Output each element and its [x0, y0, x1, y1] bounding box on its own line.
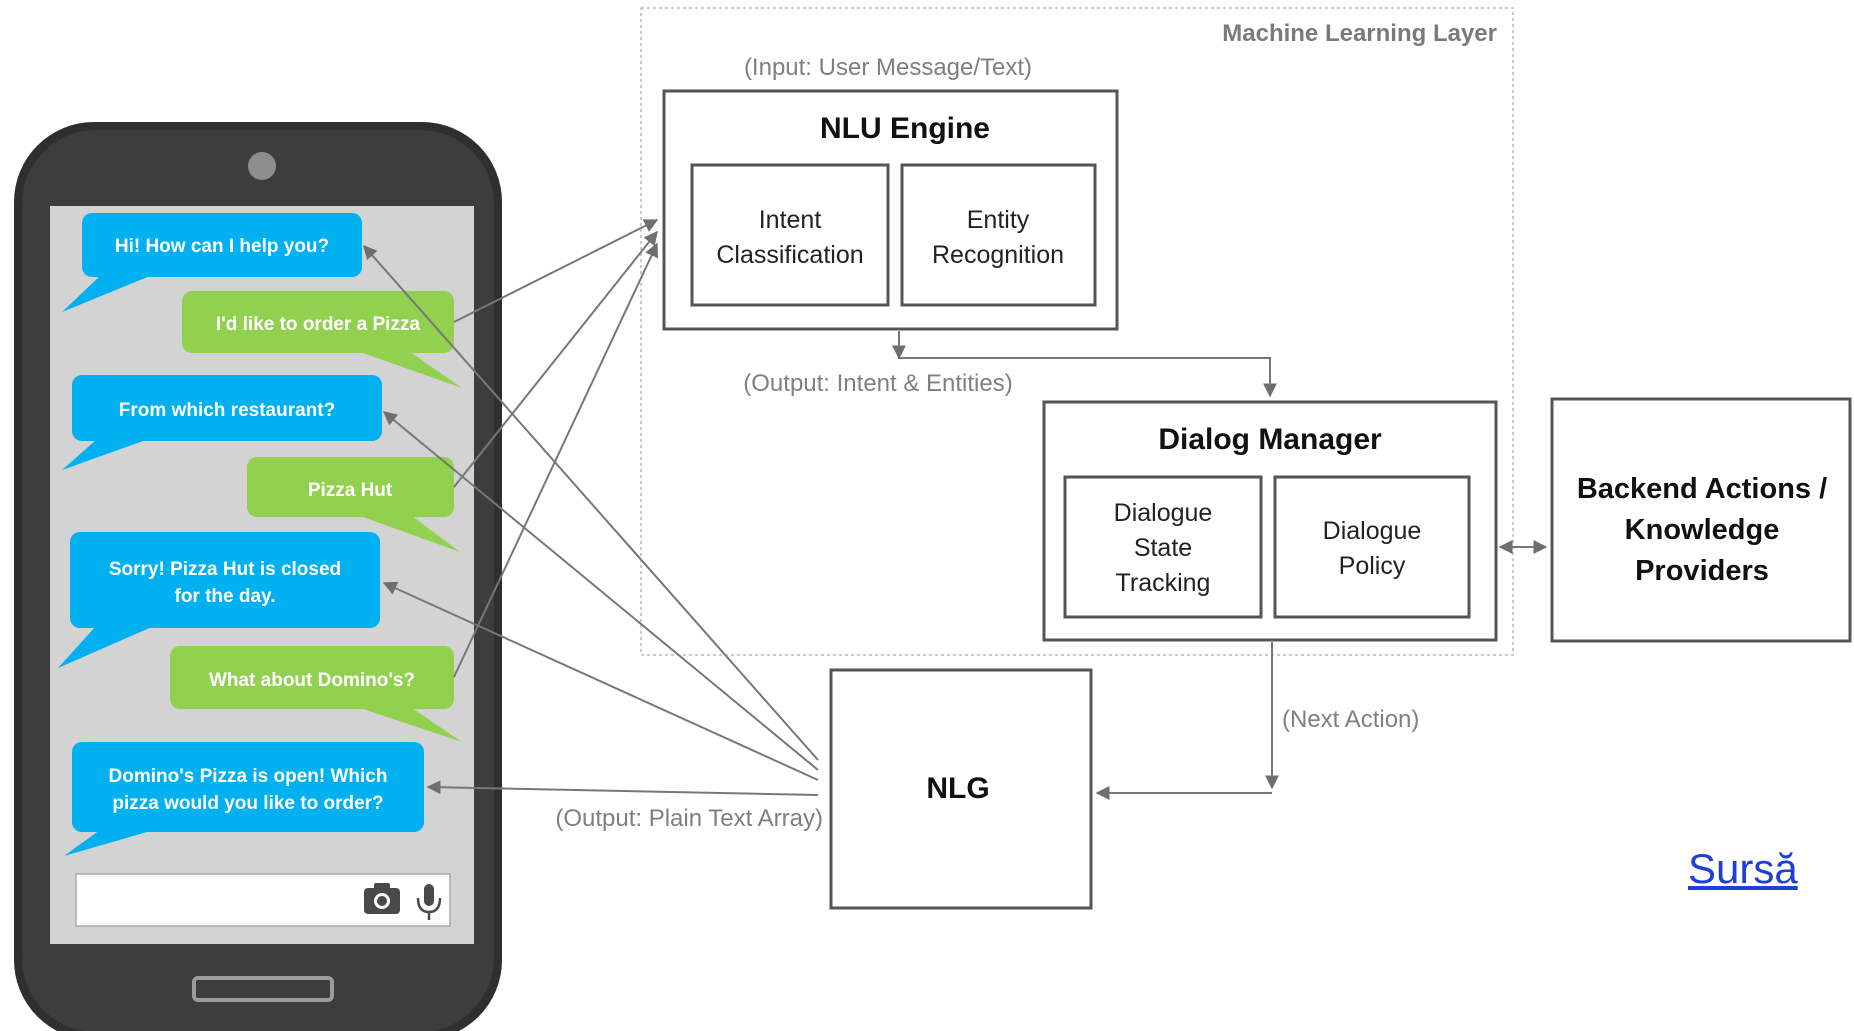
ml-layer-title: Machine Learning Layer: [1222, 20, 1497, 47]
bubble-bot-greeting: Hi! How can I help you?: [62, 213, 362, 312]
arrow-user-to-nlu: [453, 230, 658, 488]
bubble-bot-restaurant: From which restaurant?: [62, 375, 382, 470]
bubble-text: What about Domino's?: [209, 670, 415, 691]
arrow-nlg-to-bot: [382, 581, 819, 781]
entity-line: Recognition: [932, 241, 1064, 269]
microphone-icon[interactable]: [416, 884, 442, 920]
tracking-line: Tracking: [1116, 569, 1211, 597]
bubble-text: pizza would you like to order?: [112, 793, 383, 814]
bubble-text: Pizza Hut: [308, 480, 393, 501]
bubble-bot-closed: Sorry! Pizza Hut is closed for the day.: [58, 532, 380, 668]
arrow-user-to-nlu: [453, 219, 659, 323]
bubble-text: Sorry! Pizza Hut is closed: [109, 559, 341, 580]
nlg-title: NLG: [926, 772, 989, 805]
bubble-text: Domino's Pizza is open! Which: [109, 766, 388, 787]
svg-text:Hi! How can I help you?: Hi! How can I help you?: [115, 236, 329, 257]
bubble-user-order: I'd like to order a Pizza: [182, 291, 462, 388]
intent-line: Intent: [759, 206, 822, 234]
camera-lens: [248, 152, 276, 180]
svg-text:From which restaurant?: From which restaurant?: [119, 400, 335, 421]
nlu-output-label: (Output: Intent & Entities): [743, 370, 1012, 397]
intent-line: Classification: [716, 241, 863, 269]
camera-icon[interactable]: [364, 883, 400, 914]
source-link[interactable]: Sursă: [1688, 845, 1798, 892]
nlu-input-label: (Input: User Message/Text): [744, 54, 1032, 81]
bubble-user-dominos: What about Domino's?: [170, 646, 462, 742]
connectors: [363, 219, 1548, 800]
backend-line: Knowledge: [1625, 514, 1780, 546]
bubble-bot-dominos-open: Domino's Pizza is open! Which pizza would…: [64, 742, 424, 856]
ml-layer-frame: [640, 7, 1514, 656]
tracking-line: State: [1134, 534, 1192, 562]
arrow-nlg-to-bot: [363, 244, 819, 761]
bubble-user-pizza-hut: Pizza Hut: [247, 457, 460, 552]
dialogue-policy-box: [1273, 475, 1471, 619]
next-action-label: (Next Action): [1282, 706, 1419, 733]
nlg-box: NLG: [829, 668, 1093, 910]
svg-text:Pizza Hut: Pizza Hut: [308, 480, 393, 501]
home-button[interactable]: [192, 976, 334, 1002]
arrow-nlg-to-bot: [426, 780, 819, 796]
backend-line: Backend Actions /: [1577, 473, 1827, 505]
svg-text:I'd like to order a Pizza: I'd like to order a Pizza: [216, 314, 421, 335]
arrow-nlg-to-bot: [382, 411, 819, 771]
entity-line: Entity: [967, 206, 1030, 234]
bubble-text: Hi! How can I help you?: [115, 236, 329, 257]
nlu-title: NLU Engine: [820, 112, 990, 145]
svg-text:What about Domino's?: What about Domino's?: [209, 670, 415, 691]
bubble-text: I'd like to order a Pizza: [216, 314, 421, 335]
dialog-manager-title: Dialog Manager: [1158, 423, 1382, 456]
bubble-text: for the day.: [175, 586, 276, 607]
policy-line: Dialogue: [1323, 517, 1422, 545]
backend-line: Providers: [1635, 555, 1769, 587]
entity-recognition-box: [900, 163, 1097, 307]
bubble-text: From which restaurant?: [119, 400, 335, 421]
dialogue-state-tracking-box: [1063, 475, 1263, 619]
intent-classification-box: [690, 163, 890, 307]
tracking-line: Dialogue: [1114, 499, 1213, 527]
policy-line: Policy: [1339, 552, 1406, 580]
arrow-user-to-nlu: [453, 242, 658, 678]
nlg-output-label: (Output: Plain Text Array): [555, 805, 823, 832]
